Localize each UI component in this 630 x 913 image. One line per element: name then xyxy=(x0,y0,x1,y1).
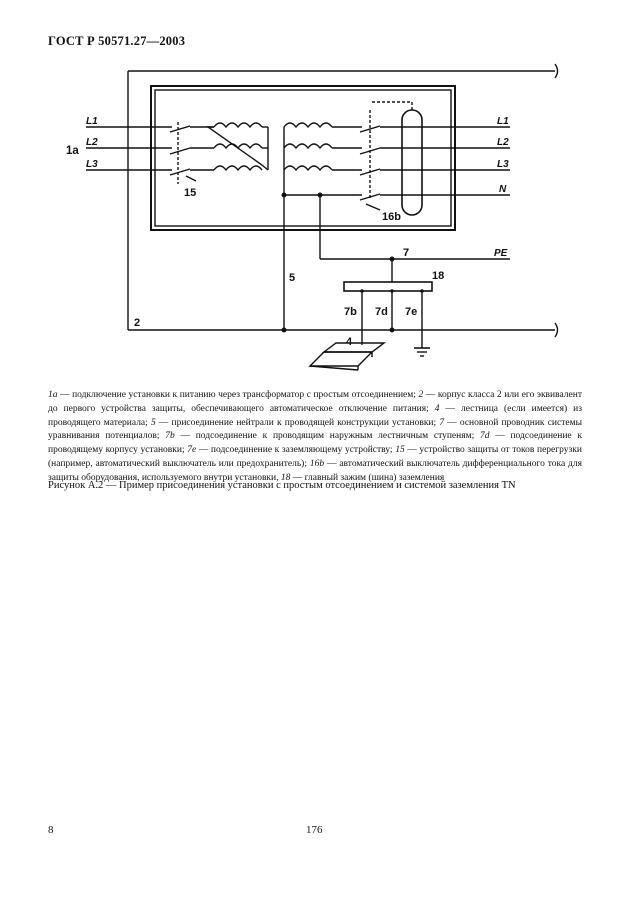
page-number-left: 8 xyxy=(48,824,54,836)
label-tap-b: 7b xyxy=(344,306,357,318)
label-equalization: 7 xyxy=(403,247,409,259)
figure-title: Рисунок А.2 — Пример присоединения устан… xyxy=(48,480,516,491)
legend-text: — присоединение нейтрали к проводящей ко… xyxy=(155,417,440,428)
label-l3-in: L3 xyxy=(86,159,98,170)
label-bus: 18 xyxy=(432,270,444,282)
label-protection: 15 xyxy=(184,187,196,199)
label-l2-in: L2 xyxy=(86,137,98,148)
legend-text: — подключение установки к питанию через … xyxy=(57,390,419,400)
label-l3-out: L3 xyxy=(497,159,509,170)
label-tap-e: 7e xyxy=(405,306,417,318)
legend-code: 7e xyxy=(187,445,197,456)
legend-text: — автоматический выключатель дифференциа… xyxy=(48,458,583,483)
label-rcd: 16b xyxy=(382,211,401,223)
earthing-bus xyxy=(343,281,433,292)
label-ladder: 4 xyxy=(346,336,353,348)
legend-text: — основной проводник системы уравнивания… xyxy=(48,417,582,442)
legend-text: — главный зажим (шина) заземления xyxy=(290,472,445,483)
label-neutral: 5 xyxy=(289,272,295,284)
break-top xyxy=(554,63,559,79)
legend-code: 7d xyxy=(480,431,490,442)
legend-code: 2 xyxy=(418,390,424,400)
legend-text: — подсоединение к заземляющему устройств… xyxy=(196,445,396,456)
label-l1-in: L1 xyxy=(86,116,98,127)
label-l1-out: L1 xyxy=(497,116,509,127)
label-n-out: N xyxy=(499,184,507,195)
legend-code: 18 xyxy=(280,472,291,483)
legend-code: 5 xyxy=(150,417,156,428)
legend-text: — устройство защиты от токов перегрузки … xyxy=(48,445,582,469)
page-number-center: 176 xyxy=(306,824,323,836)
legend-text: — подсоединение к проводящему корпусу ус… xyxy=(48,431,583,456)
wiring-diagram: L1 L2 L3 1a 15 L1 L2 L3 N 16b PE 7 18 5 … xyxy=(66,63,559,371)
legend-text: — подсоединение к проводящим наружным ле… xyxy=(174,431,480,442)
legend-text: — лестница (если имеется) из проводящего… xyxy=(48,403,582,428)
legend-code: 7b xyxy=(165,431,175,442)
diagram-lines xyxy=(86,63,559,371)
legend-code: 15 xyxy=(395,445,405,456)
inner-box-inner xyxy=(154,89,452,227)
label-housing: 2 xyxy=(134,317,140,329)
label-pe: PE xyxy=(494,248,508,259)
label-l2-out: L2 xyxy=(497,137,509,148)
legend-code: 4 xyxy=(434,403,440,414)
rcd-oval xyxy=(401,109,423,216)
break-bottom xyxy=(554,322,559,338)
legend-code: 7 xyxy=(439,417,445,428)
legend-code: 1a xyxy=(48,390,58,400)
standard-header: ГОСТ Р 50571.27—2003 xyxy=(48,34,186,48)
inner-box-outer xyxy=(150,85,456,231)
label-tap-d: 7d xyxy=(375,306,388,318)
ladder-step-top xyxy=(321,342,387,353)
ladder-step-bottom xyxy=(308,351,374,367)
legend-code: 16b xyxy=(309,458,325,469)
label-supply: 1a xyxy=(66,145,79,157)
legend-text: — корпус класса 2 или его эквивалент до … xyxy=(48,390,582,414)
figure-legend: 1a — подключение установки к питанию чер… xyxy=(48,389,582,486)
